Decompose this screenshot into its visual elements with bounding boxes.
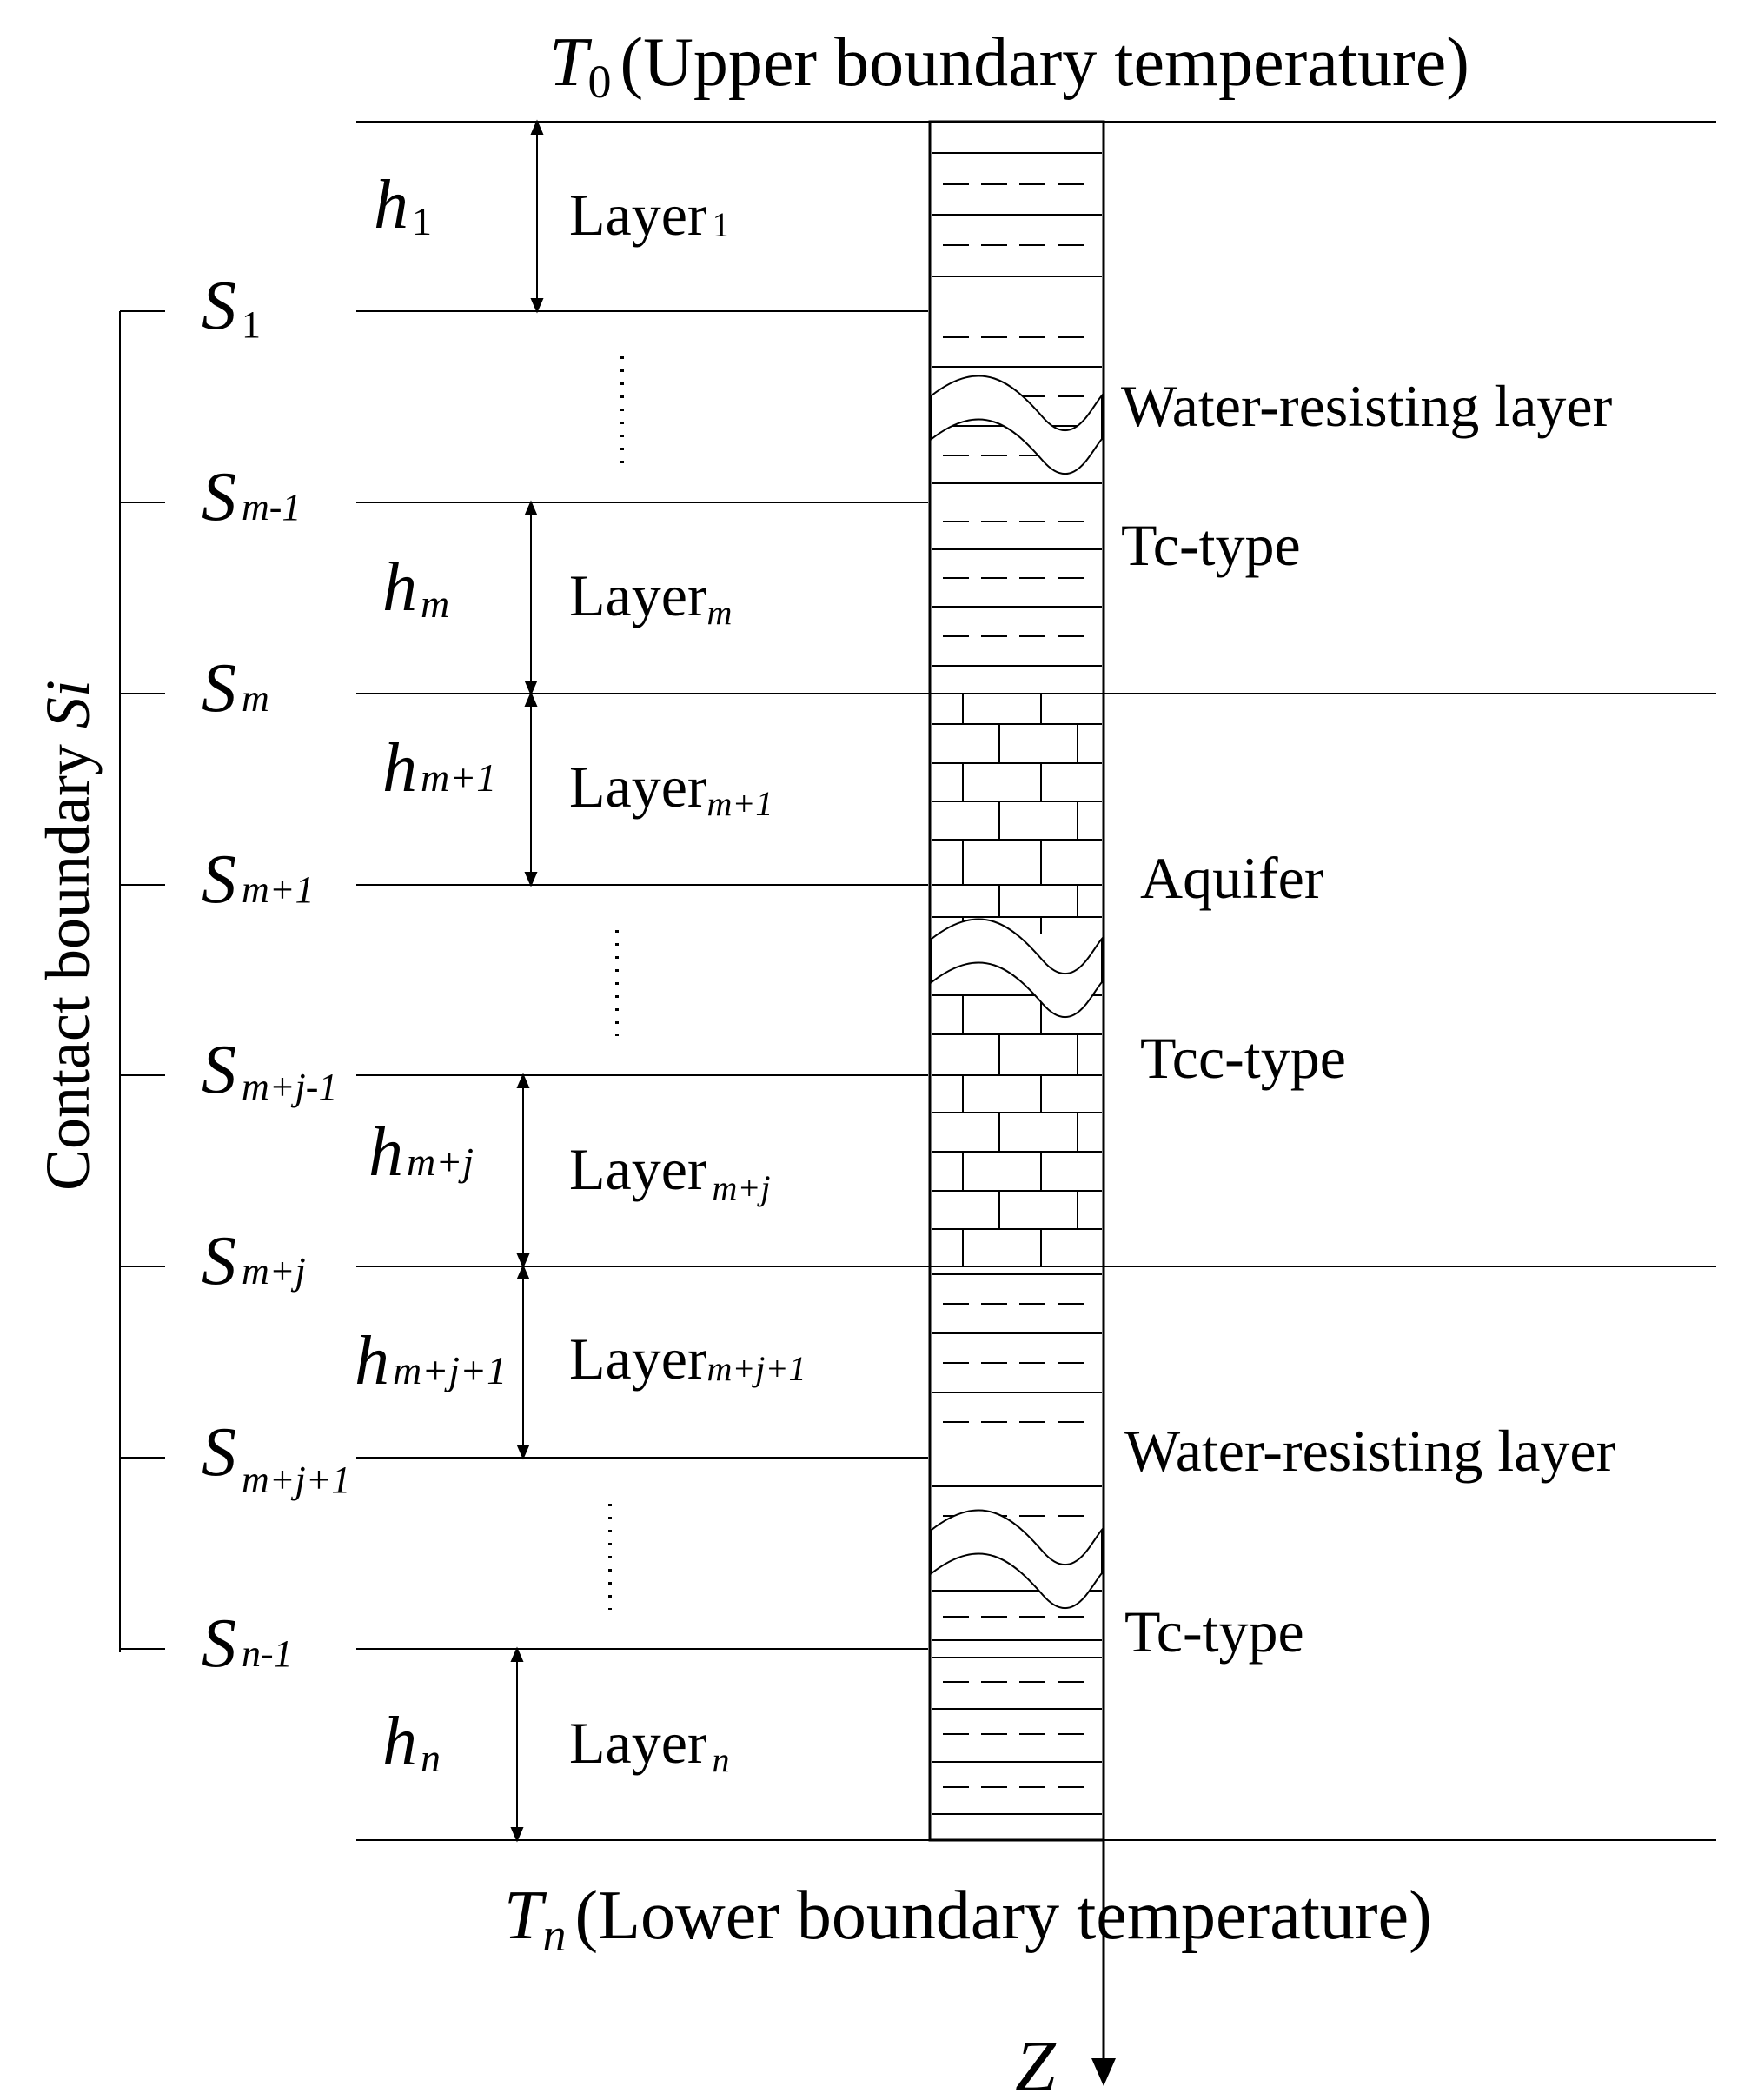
- ellipsis-markers: [608, 356, 624, 1610]
- zone-label-aquifer-title: Aquifer: [1140, 845, 1324, 911]
- column-outline: [928, 120, 1105, 1842]
- layer-label-m+j+1: Layerm+j+1: [569, 1326, 806, 1392]
- thickness-arrow-hm+j: [516, 1073, 530, 1269]
- column-pattern-lower-mudstone: [932, 1273, 1102, 1815]
- thickness-label-hm+j: hm+j: [368, 1114, 474, 1191]
- layer-label-m+1: Layerm+1: [569, 754, 773, 823]
- break-wave-lower: [931, 1509, 1103, 1610]
- thickness-arrow-hn: [510, 1646, 524, 1843]
- thickness-arrow-h1: [530, 119, 544, 314]
- thickness-arrows: [510, 119, 544, 1843]
- upper-boundary-label: T0(Upper boundary temperature): [549, 24, 1469, 108]
- thickness-labels: h1 hm hm+1 hm+j hm+j+1 hn: [355, 167, 507, 1780]
- z-axis: [1091, 1840, 1116, 2086]
- boundary-lines: [356, 121, 1716, 1841]
- thickness-arrow-hm: [524, 500, 538, 696]
- z-axis-label: Z: [1015, 2026, 1057, 2100]
- column-break-symbols: [931, 375, 1103, 1610]
- thickness-label-hm+1: hm+1: [382, 730, 496, 807]
- column-pattern-upper-mudstone: [932, 152, 1102, 667]
- zone-label-lower-title: Water-resisting layer: [1124, 1418, 1616, 1484]
- thickness-label-hm: hm: [382, 549, 449, 626]
- strata-column: [928, 120, 1105, 1842]
- thickness-label-hm+j+1: hm+j+1: [355, 1323, 507, 1399]
- zone-label-upper-type: Tc-type: [1121, 512, 1301, 578]
- thickness-label-hn: hn: [382, 1704, 441, 1780]
- zone-label-lower-type: Tc-type: [1124, 1598, 1304, 1665]
- contact-boundary-bracket: [119, 310, 165, 1652]
- thickness-arrow-hm+j+1: [516, 1264, 530, 1460]
- zone-labels: Water-resisting layer Tc-type Aquifer Tc…: [1121, 373, 1616, 1665]
- zone-label-aquifer-type: Tcc-type: [1140, 1025, 1346, 1091]
- lower-boundary-label: Tn(Lower boundary temperature): [504, 1877, 1432, 1961]
- zone-label-upper-title: Water-resisting layer: [1121, 373, 1613, 439]
- break-wave-middle: [931, 918, 1103, 1019]
- contact-boundary-label: Contact boundary Si: [33, 680, 103, 1191]
- break-wave-upper: [931, 375, 1103, 475]
- column-pattern-aquifer-brick: [932, 694, 1102, 1266]
- thickness-arrow-hm+1: [524, 691, 538, 887]
- z-axis-arrowhead: [1091, 2058, 1116, 2086]
- thickness-label-h1: h1: [374, 167, 432, 243]
- layer-label-m: Layerm: [569, 562, 732, 632]
